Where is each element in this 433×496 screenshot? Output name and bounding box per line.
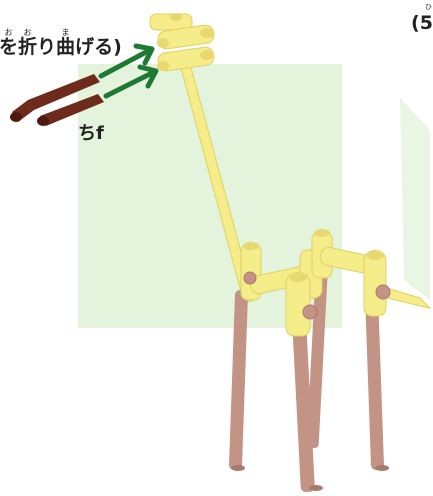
part-name-label: ちf <box>78 123 104 144</box>
giraffe-head <box>149 13 215 72</box>
corner-label: (5 <box>411 12 433 34</box>
giraffe-body <box>240 229 432 337</box>
green-arrows <box>98 43 159 99</box>
background-wedge <box>400 98 430 300</box>
giraffe-legs <box>229 238 389 492</box>
bent-tube-pieces <box>10 74 104 126</box>
corner-ruby: ひ <box>425 3 432 11</box>
bend-instruction-label: をお折おり曲まげる) <box>0 28 122 58</box>
